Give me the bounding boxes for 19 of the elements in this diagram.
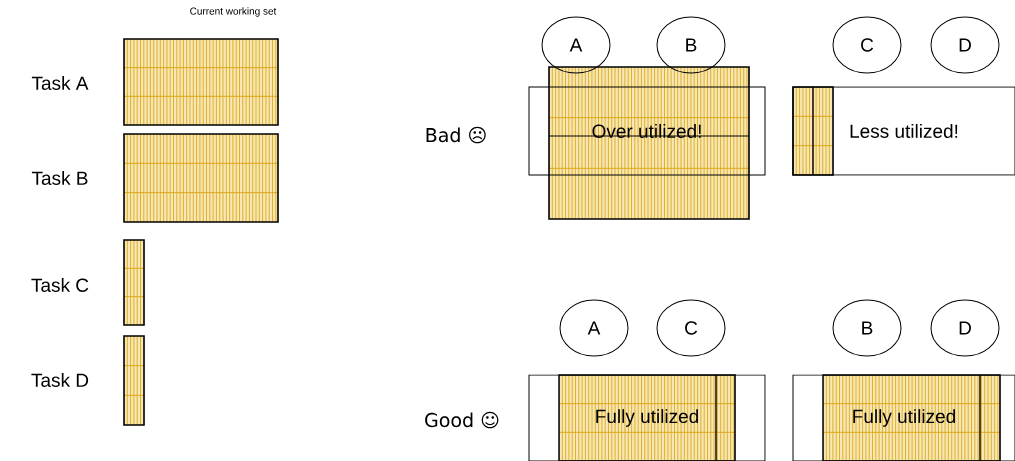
- row-label: Task C: [31, 278, 89, 292]
- ellipse-node: C: [656, 299, 726, 357]
- ellipse-node: A: [541, 16, 611, 74]
- ellipse-node: C: [832, 16, 902, 74]
- cache-box: Fully utilized: [792, 374, 1015, 461]
- ellipse-node: D: [930, 16, 1000, 74]
- row-label: Task D: [31, 373, 89, 387]
- ellipse-node: B: [656, 16, 726, 74]
- cache-box: Fully utilized: [528, 374, 766, 461]
- ellipse-node: A: [559, 299, 629, 357]
- cache-box: Less utilized!: [792, 86, 1015, 176]
- row-label: Good ☺: [425, 411, 499, 429]
- row-label: Task B: [31, 171, 88, 185]
- heading: Current working set: [190, 7, 277, 17]
- row-label: Task A: [31, 76, 89, 90]
- ellipse-node: D: [930, 299, 1000, 357]
- ellipse-node: B: [832, 299, 902, 357]
- cache-box: Over utilized!: [528, 86, 766, 176]
- row-label: Bad ☹: [426, 126, 486, 144]
